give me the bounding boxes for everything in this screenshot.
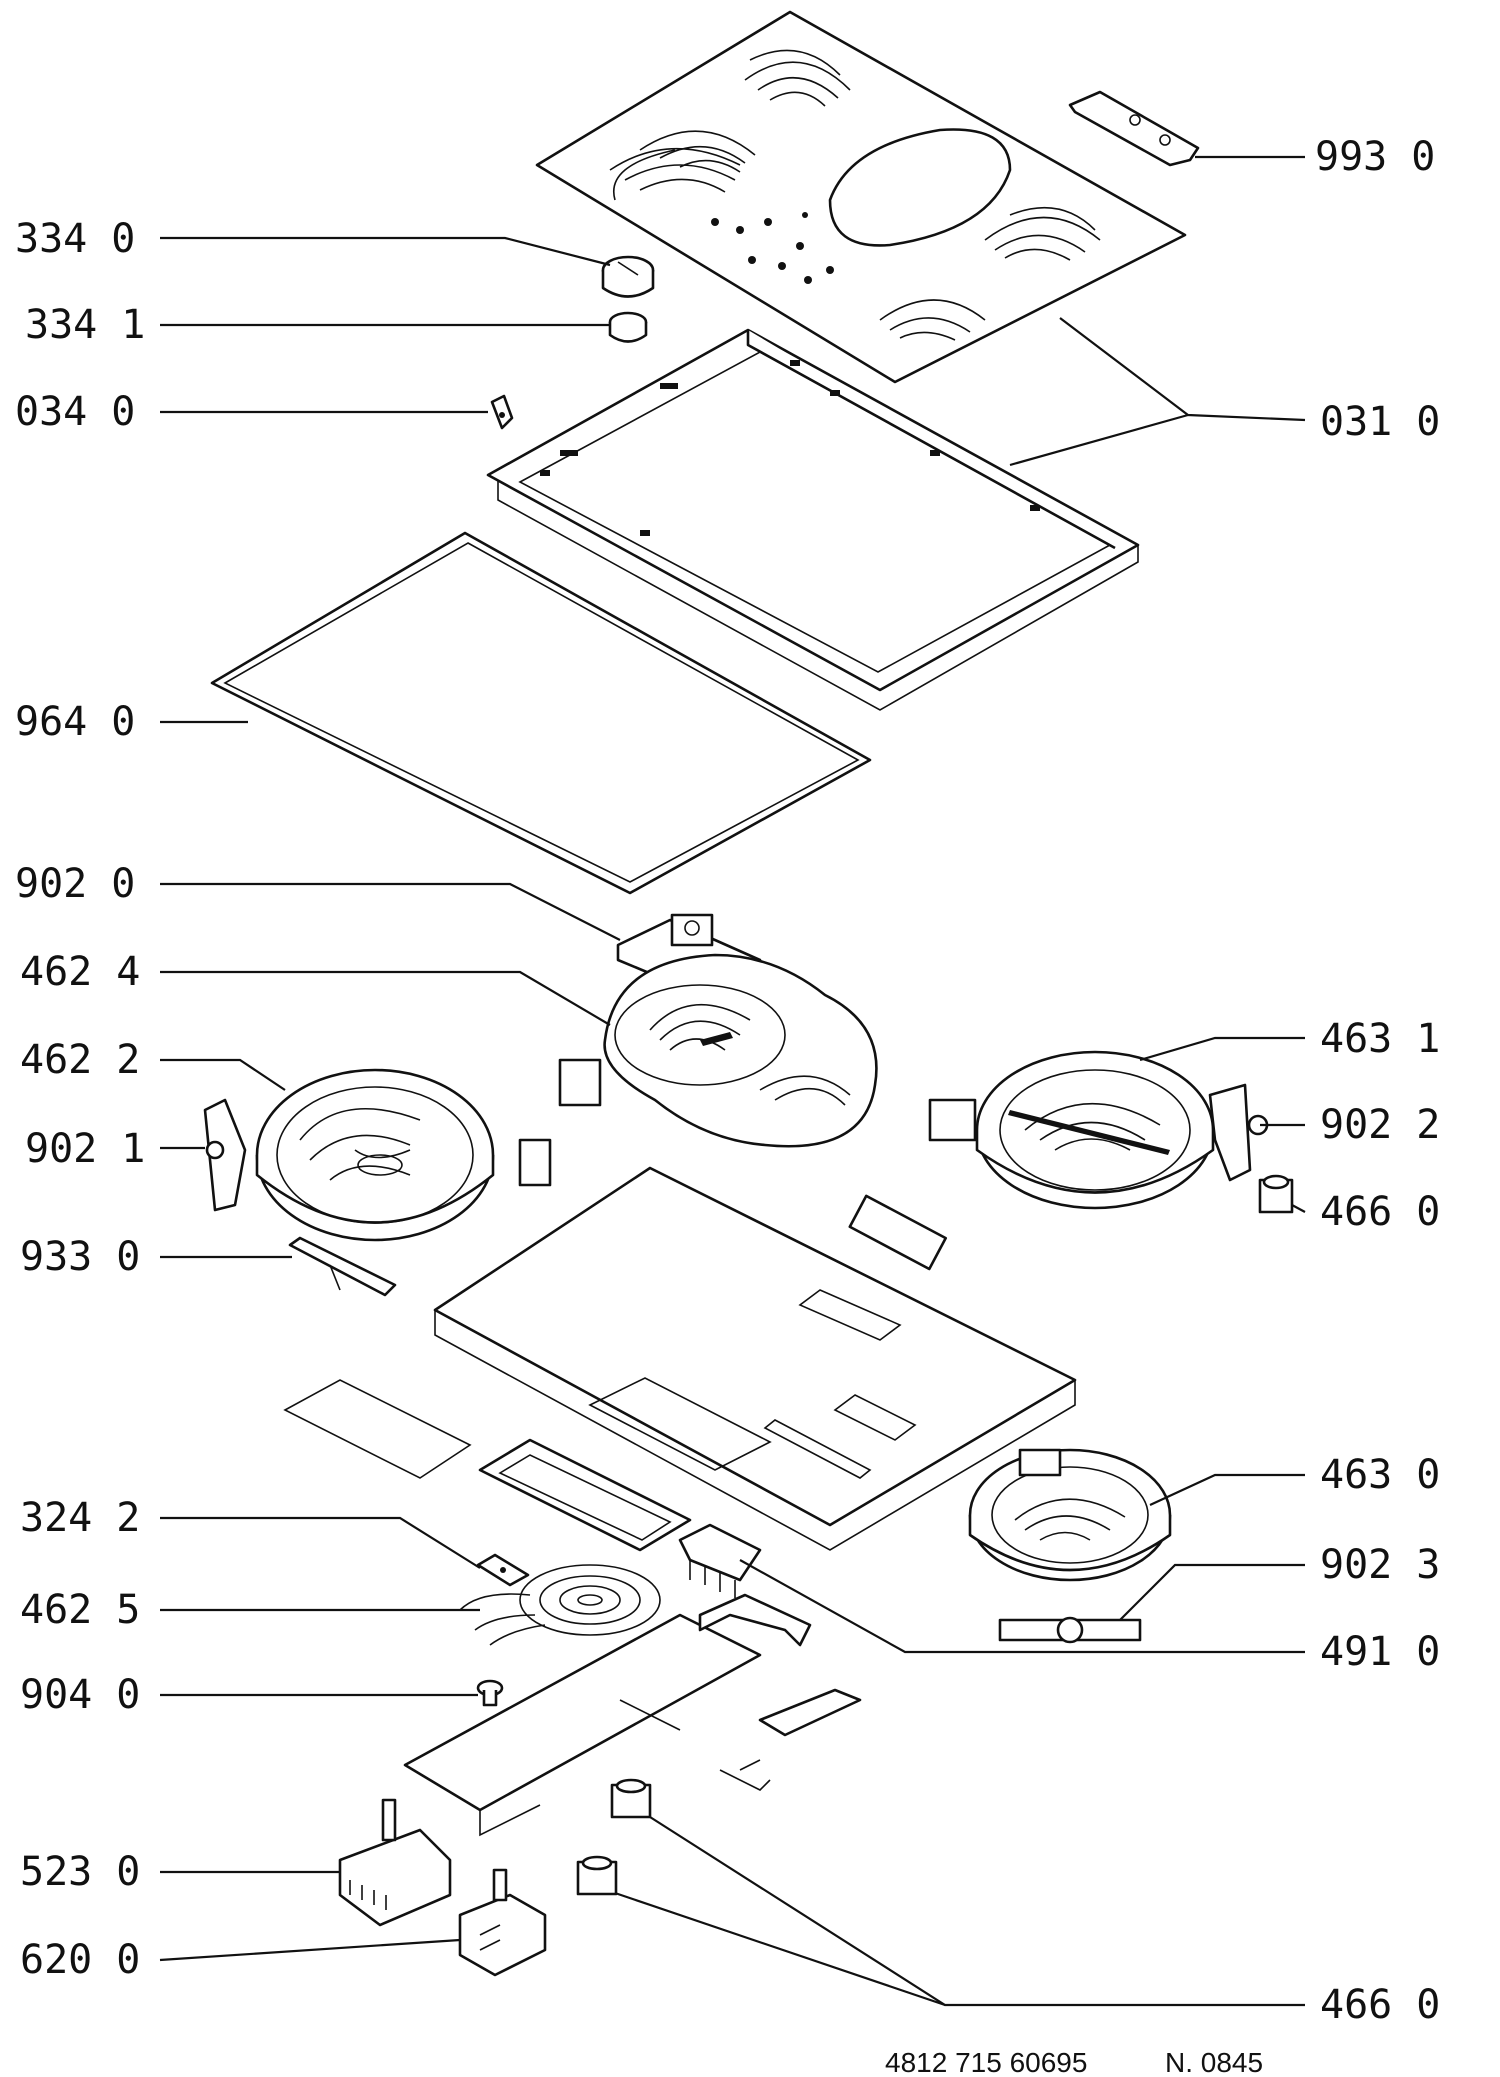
- part-491-0-terminal-block: [678, 1523, 762, 1598]
- part-466-0-regulator-lower-b: [576, 1855, 618, 1896]
- part-904-0-button: [476, 1679, 504, 1707]
- part-902-2-bracket: [1208, 1083, 1269, 1182]
- frame-plate: [478, 1438, 692, 1552]
- part-523-0-switch: [338, 1798, 452, 1927]
- insulation-sheet: [283, 1379, 472, 1479]
- part-463-0-burner: [968, 1448, 1172, 1582]
- part-902-3-bracket: [998, 1616, 1142, 1644]
- footer-revision: N. 0845: [1165, 2047, 1263, 2077]
- part-466-0-regulator-right: [1258, 1174, 1294, 1214]
- part-034-clip: [490, 394, 514, 430]
- part-462-5-coil: [459, 1564, 661, 1646]
- part-463-1-burner: [928, 1050, 1215, 1210]
- part-462-2-burner: [255, 1068, 552, 1242]
- footer-part-number: 4812 715 60695: [885, 2047, 1087, 2077]
- part-620-0-switch: [458, 1868, 547, 1977]
- part-993-bracket: [1068, 90, 1200, 167]
- leader-lines: [159, 155, 1306, 2007]
- part-031-frame: [486, 328, 1140, 711]
- control-bracket: [403, 1593, 862, 1837]
- part-964-gasket: [210, 531, 872, 895]
- part-334-knob: [601, 255, 655, 298]
- part-933-0-sensor: [288, 1236, 397, 1297]
- ceramic-top-plate: [535, 10, 1187, 384]
- part-462-4-dual-burner: [558, 953, 878, 1148]
- part-324-2-plate: [476, 1553, 530, 1587]
- part-466-0-regulator-lower-a: [610, 1778, 652, 1819]
- bottom-tray: [433, 1166, 1077, 1551]
- part-334-ring: [608, 311, 648, 343]
- part-902-1-bracket: [203, 1098, 247, 1212]
